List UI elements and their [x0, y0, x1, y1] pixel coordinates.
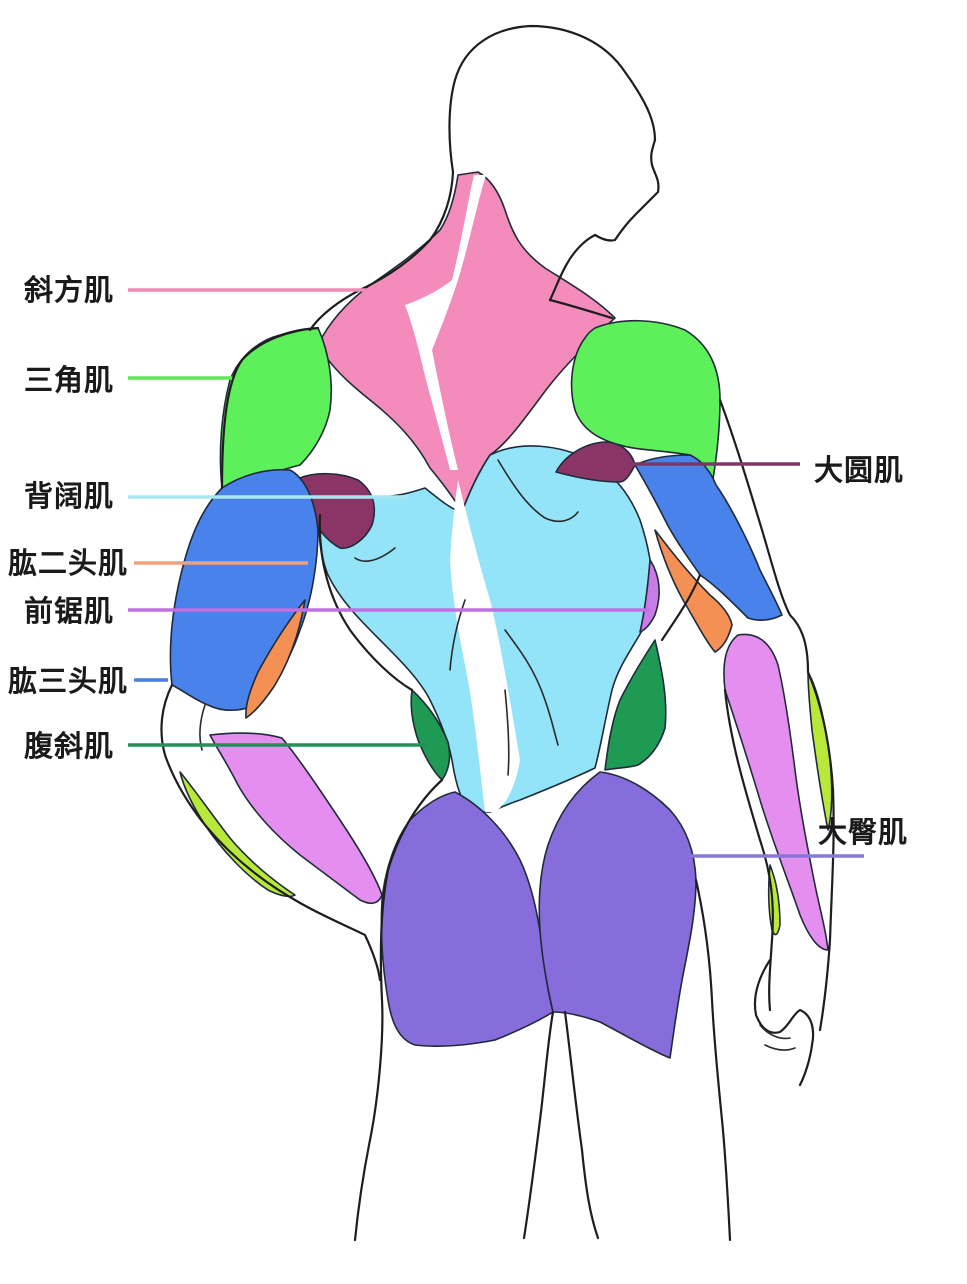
- right-shoulder-outline: [548, 298, 614, 320]
- jaw-line: [548, 233, 597, 302]
- right-hand-finger-2: [764, 1044, 796, 1051]
- label-trapezius: 斜方肌: [24, 273, 115, 307]
- scapula-line-right: [497, 459, 579, 523]
- gluteus-maximus-right-shape: [538, 771, 697, 1059]
- right-hand-finger-1: [759, 1024, 791, 1040]
- label-external-oblique: 腹斜肌: [24, 729, 115, 763]
- label-triceps-brachii: 肱三头肌: [8, 664, 129, 698]
- spine-channel: [450, 480, 520, 812]
- neck-back-outline: [308, 170, 455, 332]
- head-outline: [448, 24, 660, 242]
- serratus-anterior-shape: [639, 559, 660, 633]
- biceps-left-shape: [245, 599, 306, 719]
- label-gluteus-maximus: 大臀肌: [818, 815, 909, 849]
- label-teres-major: 大圆肌: [814, 453, 905, 487]
- forearm-extensor-right-lower: [767, 864, 781, 936]
- leg-inner-right: [563, 1010, 600, 1240]
- scapula-line-left: [354, 547, 396, 562]
- label-deltoid: 三角肌: [24, 363, 115, 397]
- label-latissimus-dorsi: 背阔肌: [24, 479, 115, 513]
- left-torso-outline: [318, 513, 414, 692]
- right-hand-outline: [753, 958, 815, 1087]
- left-hip-outline: [353, 778, 444, 1242]
- external-oblique-right-shape: [604, 639, 667, 771]
- left-arm-outer-outline: [220, 326, 320, 490]
- spine-line: [449, 599, 466, 671]
- label-serratus-anterior: 前锯肌: [24, 594, 115, 628]
- label-biceps-brachii: 肱二头肌: [8, 546, 129, 580]
- leg-inner-left: [522, 1010, 555, 1240]
- trapezius-tendon: [405, 175, 486, 470]
- forearm-flexor-right-shape: [723, 633, 829, 951]
- right-forearm-inner-outline: [723, 688, 774, 1012]
- right-hip-outline: [694, 878, 732, 1242]
- right-torso-outline: [660, 573, 702, 642]
- right-upper-arm-outline: [718, 398, 810, 674]
- left-arm-lower-outline: [160, 683, 382, 982]
- erector-line-right: [504, 629, 559, 746]
- right-forearm-outer-outline: [806, 670, 835, 1032]
- lower-back-line: [504, 689, 510, 776]
